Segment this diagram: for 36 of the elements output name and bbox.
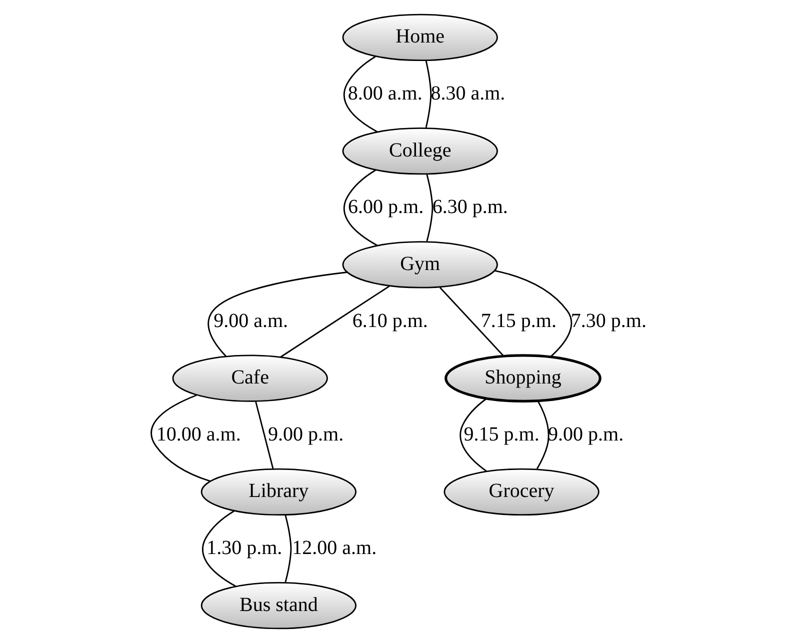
connector (426, 174, 434, 242)
edge-label: 9.00 a.m. (214, 310, 288, 332)
edge-label: 6.30 p.m. (432, 196, 508, 218)
edge-label: 1.30 p.m. (206, 537, 282, 560)
connector (344, 170, 378, 246)
edge-label: 6.10 p.m. (352, 310, 428, 332)
edge-label: 7.15 p.m. (480, 310, 556, 332)
edge-label: 9.00 p.m. (548, 423, 624, 446)
edge-label: 7.30 p.m. (570, 310, 646, 332)
connector (344, 56, 378, 132)
connector (439, 286, 504, 356)
node-ellipse: Bus stand (200, 582, 357, 630)
edge-label: 10.00 a.m. (156, 423, 241, 446)
edge-label: 12.00 a.m. (292, 537, 377, 560)
connector (536, 401, 550, 470)
connector (255, 401, 274, 469)
edge-label: 9.00 p.m. (268, 423, 344, 446)
edge-label: 6.00 p.m. (348, 196, 424, 218)
node-ellipse: Shopping (444, 354, 602, 402)
node-ellipse: Home (342, 14, 498, 62)
connector (208, 272, 348, 357)
node-ellipse: Library (200, 468, 357, 516)
node-ellipse: Gym (342, 241, 498, 288)
connector (494, 270, 572, 357)
connector (280, 286, 390, 358)
connector (150, 394, 210, 482)
connector (425, 60, 432, 128)
node-ellipse: Grocery (444, 468, 600, 516)
node-ellipse: Cafe (172, 354, 328, 402)
connector (460, 398, 487, 472)
edge-label: 8.30 a.m. (430, 82, 506, 105)
connector (202, 510, 236, 587)
edge-label: 9.15 p.m. (464, 423, 540, 446)
node-ellipse: College (342, 127, 498, 175)
edge-label: 8.00 a.m. (348, 82, 422, 105)
connector (284, 515, 292, 582)
